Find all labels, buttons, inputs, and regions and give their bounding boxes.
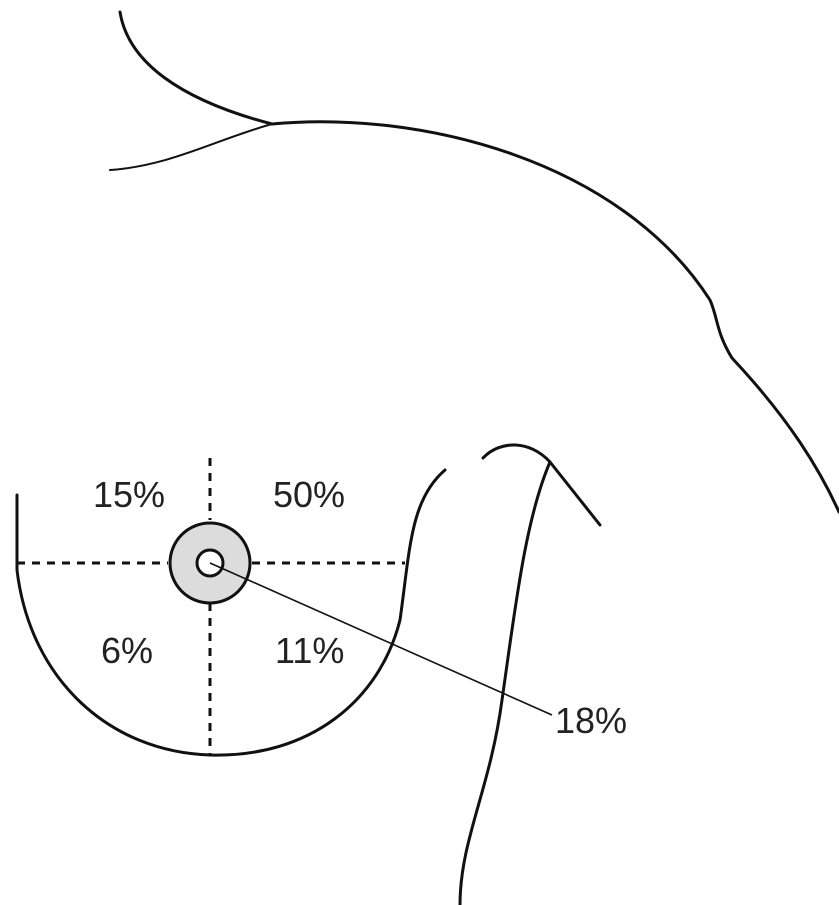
neck-outline: [120, 12, 272, 124]
central-leader-line: [210, 563, 552, 715]
breast-outline: [17, 470, 445, 755]
shoulder-outline: [272, 122, 839, 512]
lower-outer-quadrant-label: 11%: [275, 630, 344, 671]
upper-outer-quadrant-label: 50%: [273, 474, 345, 515]
clavicle-line: [110, 124, 272, 170]
central-nipple-label: 18%: [555, 700, 627, 741]
arm-inner-line: [460, 462, 550, 905]
lower-inner-quadrant-label: 6%: [101, 630, 153, 671]
upper-inner-quadrant-label: 15%: [93, 474, 165, 515]
